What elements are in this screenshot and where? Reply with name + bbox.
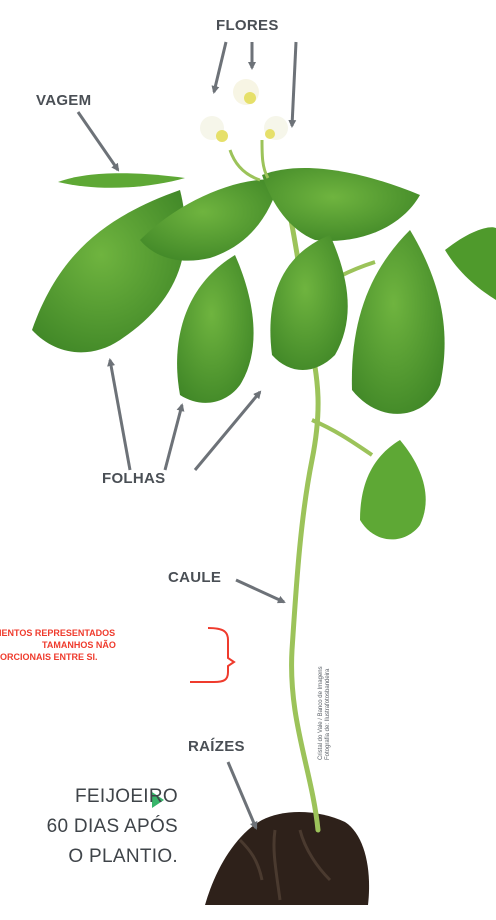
caption-line-2: 60 DIAS APÓS bbox=[47, 812, 178, 842]
caption-line-3: O PLANTIO. bbox=[47, 842, 178, 872]
label-vagem: VAGEM bbox=[36, 92, 91, 109]
pointer-raizes bbox=[228, 762, 256, 828]
pointer-caule bbox=[236, 580, 284, 602]
flowers bbox=[200, 79, 288, 180]
pointer-flores-3 bbox=[292, 42, 296, 126]
photo-caption: FEIJOEIRO 60 DIAS APÓS O PLANTIO. bbox=[47, 782, 178, 872]
label-flores: FLORES bbox=[216, 17, 279, 34]
pointer-folhas-3 bbox=[195, 392, 260, 470]
credit-line-2: Fotografia de: Ilustrafotosbandeira bbox=[325, 590, 332, 760]
soil-clump bbox=[205, 812, 369, 905]
label-caule: CAULE bbox=[168, 569, 221, 586]
pointer-folhas-2 bbox=[165, 405, 182, 470]
image-credit: Cristal do Vale / Banco de Imagens Fotog… bbox=[318, 590, 328, 760]
pointer-folhas-1 bbox=[110, 360, 130, 470]
credit-line-1: Cristal do Vale / Banco de Imagens bbox=[318, 590, 325, 760]
label-raizes: RAÍZES bbox=[188, 738, 245, 755]
pod bbox=[58, 173, 185, 188]
scale-warning-line-1: MENTOS REPRESENTADOS bbox=[0, 627, 206, 639]
scale-warning-line-3: PORCIONAIS ENTRE SI. bbox=[0, 651, 206, 663]
caption-line-1: FEIJOEIRO bbox=[47, 782, 178, 812]
pointer-flores-1 bbox=[214, 42, 226, 92]
label-folhas: FOLHAS bbox=[102, 470, 165, 487]
pointer-vagem bbox=[78, 112, 118, 170]
scale-warning-line-2: TAMANHOS NÃO bbox=[0, 639, 206, 651]
scale-warning: MENTOS REPRESENTADOS TAMANHOS NÃO PORCIO… bbox=[0, 627, 206, 663]
